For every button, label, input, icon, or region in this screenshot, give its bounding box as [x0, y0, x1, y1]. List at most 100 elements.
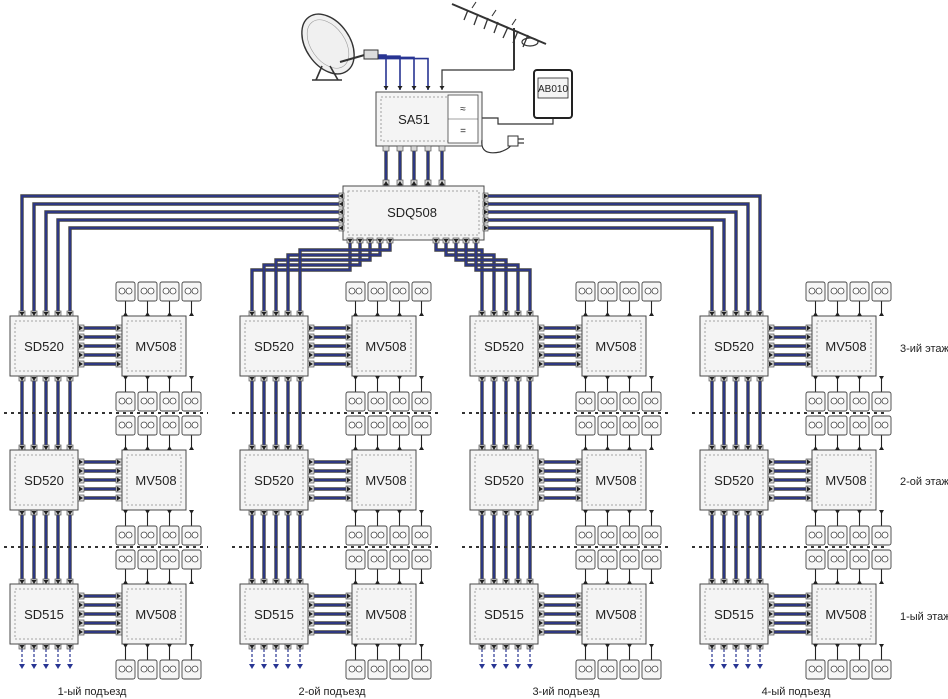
tv-outlet-icon	[181, 415, 202, 436]
tv-outlet-icon	[619, 659, 640, 680]
tv-outlet-icon	[411, 659, 432, 680]
tv-outlet-icon	[367, 549, 388, 570]
headend-label: SA51	[398, 112, 430, 127]
outlet-switch-box	[351, 449, 417, 511]
tv-outlet-icon	[181, 525, 202, 546]
tv-outlet-icon	[597, 659, 618, 680]
multiswitch-box	[239, 449, 309, 511]
outlet-switch-label: MV508	[135, 339, 176, 354]
tv-outlet-icon	[389, 415, 410, 436]
tv-outlet-icon	[597, 525, 618, 546]
tv-outlet-icon	[827, 415, 848, 436]
tv-outlet-icon	[137, 281, 158, 302]
terrestrial-antenna-icon	[451, 1, 547, 70]
outlet-switch-box	[811, 583, 877, 645]
tv-outlet-icon	[871, 525, 892, 546]
power-supply-ab010: AB010	[533, 69, 573, 119]
tv-outlet-icon	[619, 549, 640, 570]
svg-text:=: =	[460, 126, 466, 137]
power-supply-label: AB010	[538, 84, 568, 95]
floor-label-1: 1-ый этаж	[900, 611, 948, 623]
tv-outlet-icon	[367, 525, 388, 546]
tv-outlet-icon	[805, 415, 826, 436]
tv-outlet-icon	[115, 415, 136, 436]
tv-outlet-icon	[641, 415, 662, 436]
tv-outlet-icon	[367, 391, 388, 412]
tv-outlet-icon	[805, 525, 826, 546]
tv-outlet-icon	[345, 281, 366, 302]
tv-outlet-icon	[575, 659, 596, 680]
tv-outlet-icon	[827, 549, 848, 570]
multiswitch-label: SD515	[484, 607, 524, 622]
tv-outlet-icon	[115, 549, 136, 570]
floor-label-3: 3-ий этаж	[900, 343, 948, 355]
tv-outlet-icon	[575, 415, 596, 436]
tv-outlet-icon	[619, 415, 640, 436]
multiswitch-label: SD520	[254, 473, 294, 488]
tv-outlet-icon	[849, 281, 870, 302]
multiswitch-label: SD520	[24, 473, 64, 488]
outlet-switch-label: MV508	[135, 607, 176, 622]
tv-outlet-icon	[115, 525, 136, 546]
outlet-switch-label: MV508	[365, 473, 406, 488]
building-label-3: 3-ий подъезд	[532, 686, 600, 698]
tv-outlet-icon	[137, 549, 158, 570]
outlet-switch-label: MV508	[825, 339, 866, 354]
tv-outlet-icon	[597, 281, 618, 302]
tv-outlet-icon	[137, 659, 158, 680]
tv-outlet-icon	[805, 659, 826, 680]
tv-outlet-icon	[115, 281, 136, 302]
tv-outlet-icon	[137, 415, 158, 436]
tv-outlet-icon	[641, 549, 662, 570]
tv-outlet-icon	[159, 281, 180, 302]
tv-outlet-icon	[849, 549, 870, 570]
multiswitch-label: SD520	[484, 339, 524, 354]
tv-outlet-icon	[575, 281, 596, 302]
outlet-switch-box	[581, 315, 647, 377]
building-label-2: 2-ой подъезд	[298, 686, 366, 698]
tv-outlet-icon	[575, 391, 596, 412]
multiswitch-box	[699, 315, 769, 377]
building-label-4: 4-ый подъезд	[762, 686, 831, 698]
outlet-switch-box	[351, 315, 417, 377]
tv-outlet-icon	[389, 659, 410, 680]
tv-outlet-icon	[181, 281, 202, 302]
tv-outlet-icon	[641, 525, 662, 546]
multiswitch-box	[9, 583, 79, 645]
multiswitch-box	[699, 583, 769, 645]
outlet-switch-box	[811, 449, 877, 511]
tv-outlet-icon	[345, 659, 366, 680]
tv-outlet-icon	[389, 549, 410, 570]
tv-outlet-icon	[389, 525, 410, 546]
tv-outlet-icon	[849, 525, 870, 546]
tv-outlet-icon	[619, 281, 640, 302]
tv-outlet-icon	[597, 415, 618, 436]
outlet-switch-box	[121, 449, 187, 511]
tv-outlet-icon	[805, 281, 826, 302]
tv-outlet-icon	[115, 391, 136, 412]
tv-outlet-icon	[367, 415, 388, 436]
tv-outlet-icon	[389, 281, 410, 302]
outlet-switch-box	[121, 315, 187, 377]
tv-outlet-icon	[575, 549, 596, 570]
tv-outlet-icon	[159, 415, 180, 436]
tv-outlet-icon	[411, 549, 432, 570]
tv-outlet-icon	[411, 391, 432, 412]
tv-outlet-icon	[641, 659, 662, 680]
outlet-switch-box	[121, 583, 187, 645]
floor-dividers	[4, 412, 884, 548]
splitter-sdq508: SDQ508	[342, 185, 485, 241]
tv-outlet-icon	[827, 281, 848, 302]
outlet-switch-label: MV508	[825, 473, 866, 488]
multiswitch-label: SD515	[714, 607, 754, 622]
tv-outlet-icon	[345, 525, 366, 546]
tv-outlet-icon	[871, 659, 892, 680]
multiswitch-label: SD520	[24, 339, 64, 354]
satellite-dish-icon	[301, 13, 379, 81]
outlet-switch-label: MV508	[365, 607, 406, 622]
floor-label-2: 2-ой этаж	[900, 476, 948, 488]
multiswitch-box	[469, 583, 539, 645]
tv-outlet-icon	[411, 415, 432, 436]
